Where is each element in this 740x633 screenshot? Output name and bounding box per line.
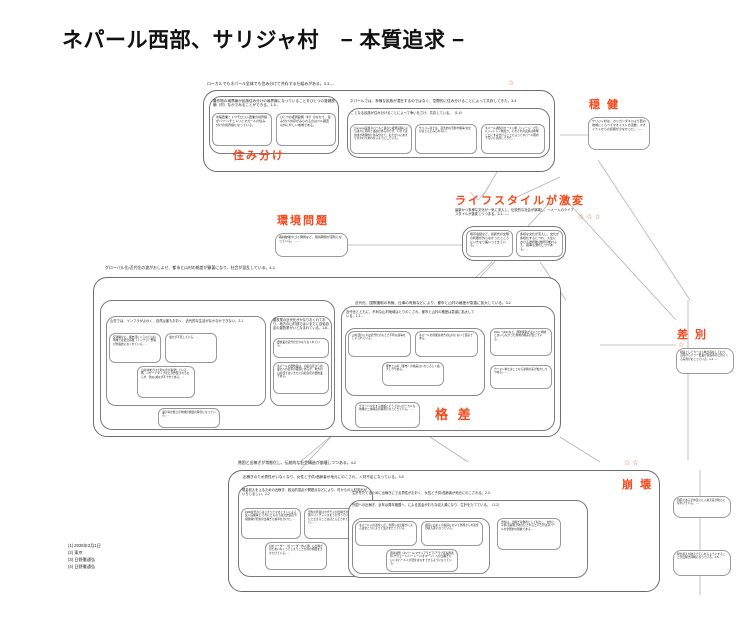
kakusa-left-cell-5: 農牧業の近代化がかなりおくれている。 — [273, 338, 329, 358]
houkai-outer-cell-2: 現金収入が地元でえられるようにすることが出稼ぎ抑制になっている。2-5‥‥ — [673, 550, 731, 576]
lifestyle-cell-1-text: 携帯電話など、最新式の文明の利器が外らなかったところにいきなり届いってきている。… — [470, 232, 510, 248]
kakusa-left-cell-4-text: 識字率の低さが地域の発展の障害になっている。‥ — [162, 411, 216, 418]
houkai-right-cell-1: ネパール人の送金くが、外国への出稼ぎによる送金とりによって生計をたてている。 — [355, 521, 417, 546]
kakusa-right-cell-4: 都市と山村（都市）の格差はいちじるしく拡大しつつある。 — [382, 362, 444, 386]
houkai-head: 出稼ぎのため男性がいなくなり、女性と子供・高齢者が地元にのこされ、人材不足になっ… — [243, 475, 404, 479]
houkai-right-cell-3: 男性は、出稼ぎ労働者として転出し、女性と子供・高齢者が地元にされるというのはネパ… — [497, 518, 561, 550]
callout-houkai-stars: ☆☆ — [624, 460, 641, 467]
lifestyle-cell-2: 多様な文化が流入し、文化が多様化するにつれ、人生における選択肢・選択可能れふえ、… — [516, 230, 563, 257]
kakusa-left-sub-b: 農牧業の近代化がかなりおくれており、地方の山村部ではいまだに自給自足の農牧業がい… — [273, 318, 330, 331]
houkai-right-cell-4: 周年諸国（ネパール・マウジアラビア・アラブ首長国連邦・クウェート・バーレーン・オ… — [386, 549, 458, 572]
kakusa-left-cell-1-text: 交通網など、都市部にくらべて山村地域では社会基盤（インフラ）整備が全般的におくれ… — [113, 336, 156, 346]
kakusa-left-cell-5-text: 農牧業の近代化がかなりおくれている。 — [277, 341, 320, 348]
houkai-left-sub: 現金収入をえるための出稼ぎ、政治的混乱や問題点などにより、村からの人材流出がいち… — [242, 488, 367, 497]
callout-lifestyle-label: ライフスタイルが激変 — [455, 195, 585, 207]
houkai-outer-cell-1: 貧困であるが中又にに人身売買が後にになれけでいる。‥‥ — [673, 496, 731, 518]
houkai-right-cell-3-text: 男性は、出稼ぎ労働者として転出し、女性と子供・高齢者が地元にされるというのはネパ… — [501, 521, 556, 531]
houkai-left-cell-1-text: 1990年代からはじまったマオイストによる反人民闘争と それにともなう政治的混乱… — [245, 511, 297, 521]
page-title: ネパール西部、サリジャ村 − 本質追求 − — [62, 29, 465, 52]
houkai-right-cell-4-text: 周年諸国（ネパール・マウジアラビア・アラブ首長国連邦・クウェート・バーレーン・オ… — [390, 552, 454, 566]
kakusa-left-cell-3-text: 山村地域では土砂災害が多発している例、ハザードマップなどが作製されておらず、防災… — [141, 369, 190, 379]
coexist-right-cell-1: 元among民族ネパールと異なり灌漑設備により諸々に境界と諸説があるのだが、いま… — [350, 124, 412, 154]
sabetsu-cell-text: 根底としてカースト制が存在しており、山間からドゥー農業が建民族の上位にくる差別が… — [680, 351, 729, 361]
houkai-outer-cell-1-text: 貧困であるが中又にに人身売買が後にになれけでいる。‥‥ — [677, 499, 726, 506]
callout-sabetsu-stars: ☆ — [678, 342, 687, 349]
houkai-right-cell-2-text: 諸所におおくの家庭において外国からの送金の収入源になっている。 — [425, 524, 479, 531]
callout-sabetsu-label: 差 別 — [677, 329, 709, 341]
footnotes: (1) 2026年3月1日 (2) 東京 (3) 日野憲通弘 (4) 日野憲通弘 — [68, 543, 101, 571]
coexist-right-cell-3-text: ネパール諸族のカースト制（ジャート）が公にジャトレン制度か、それぞれの民族は地域… — [485, 127, 539, 141]
onken-cell: サリジャ村は、カリガンダキ川より西の地域にくらべてマオイストの活動、マオイストか… — [588, 117, 650, 150]
coexist-left-cell-2-text: ひとつの灌漑設備（村）のなかで、住み分け・共存がみられるのはベル調査以外に珍しい… — [280, 115, 331, 127]
houkai-left-cell-2-text: 男性の若者はカずモメが出稼ぎのために外国へいくチャンスをうかがっているが 国内に… — [308, 511, 360, 525]
callout-lifestyle-stars: ☆☆☆ — [578, 214, 603, 221]
houkai-right-sub2: 外国への出稼ぎ、近年は周年諸国へ、による送金がおもな収入源になり、生計をたててい… — [352, 503, 502, 507]
coexist-right-cell-2-text: サリジャ村では、違法的な活動や闘争・対立がほとんどみられない。 — [419, 127, 471, 134]
kakusa-right-cell-1-text: 山村部の人々は近代化のもとで不利な競争をしいられている。 — [352, 334, 406, 341]
lifestyle-cell-1: 携帯電話など、最新式の文明の利器が外らなかったところにいきなり届いってきている。… — [466, 230, 513, 257]
callout-kankyo-label: 環境問題 — [277, 215, 329, 227]
kakusa-left-cell-3: 山村地域では土砂災害が多発している例、ハザードマップなどが作製されておらず、防災… — [137, 366, 195, 398]
kakusa-right-head: 近代化、国際援助の有無、仕事の有無などにより、都市と山村の格差が急激に拡大してい… — [355, 301, 511, 305]
footnote-1: (1) 2026年3月1日 — [68, 543, 101, 548]
callout-kakusa-label: 格 差 — [435, 407, 474, 422]
callout-sumiwake-stars: ☆ — [508, 80, 517, 87]
kakusa-right-cell-5-text: カースト制とはことなる新興の差が拡大しつつある。‥ — [494, 368, 548, 375]
coexist-right-head: ネパールでは、多様な民族が混在するのではなく、空間的に住み分けることによって共存… — [350, 99, 517, 103]
coexist-right-cell-2: サリジャ村では、違法的な活動や闘争・対立がほとんどみられない。 — [415, 124, 477, 154]
houkai-left-cell-3-text: 村のリーダー（ガリーダー的人間）も出稼ぎのためいなくってしまうことが村の発展をさ… — [269, 545, 323, 555]
coexist-left-cell-1: 水稲農業とトウモロコシ農業の境界線がバフン・チェトリとマガールの住み分けの境界線… — [212, 113, 272, 146]
houkai-right-cell-2: 諸所におおくの家庭において外国からの送金の収入源になっている。 — [421, 521, 483, 546]
kankyo-cell-text: 森林破壊やゴミ問題など、環境問題が深刻になっている。‥‥‥ — [279, 235, 342, 243]
kakusa-left-cell-2: 電力が不足している。‥ — [165, 333, 217, 363]
callout-sumiwake-label: 住み分け — [233, 150, 285, 162]
houkai-left-cell-3: 村のリーダー（ガリーダー的人間）も出稼ぎのためいなくってしまうことが村の発展をさ… — [265, 542, 327, 570]
kakusa-left-cell-6-text: ネパールの農牧業は、自給自足から商業化への変革の段階にあるが、地方の山村部ではい… — [277, 365, 323, 379]
lifestyle-lead: 最新かつ多様な文化が一気に流入し、伝統的な社会が崩壊し、一人一人のライフスタイル… — [455, 208, 574, 217]
kankyo-cell: 森林破壊やゴミ問題など、環境問題が深刻になっている。‥‥‥ — [275, 233, 348, 257]
houkai-lead: 貧困と出稼ぎが常態化し、伝統的な社会構造が崩壊しつつある。4-2 — [238, 460, 357, 465]
coexist-right-sub: ことなる民族が住み分けることによって争いをさけ、共存している。（1-4） — [351, 111, 464, 115]
coexist-lead-text: ローカルでもネパール全体でも住み分けて共存する仕組みがある。3-3‥‥ — [207, 81, 335, 86]
coexist-right-cell-1-text: 元among民族ネパールと異なり灌漑設備により諸々に境界と諸説があるのだが、いま… — [354, 127, 408, 141]
kakusa-right-cell-5: カースト制とはことなる新興の差が拡大しつつある。‥ — [490, 365, 552, 389]
coexist-left-head: 農作物の境界線が民族住み分けの境界線になっていることをひとつの灌漑設備（村）なか… — [213, 99, 335, 108]
kakusa-right-cell-6-text: グローバル化する地域とそうでないローカルな地域の二重構造が顕著になってきている。… — [359, 405, 416, 412]
houkai-outer-cell-2-text: 現金収入が地元でえられるようにすることが出稼ぎ抑制になっている。2-5‥‥ — [677, 553, 726, 560]
kakusa-right-cell-2: ネパールの首都は地方の山村において貧富である。 — [415, 331, 478, 357]
coexist-left-cell-2: ひとつの灌漑設備（村）のなかで、住み分け・共存がみられるのはベル調査以外に珍しい… — [276, 113, 336, 146]
houkai-right-cell-1-text: ネパール人の送金くが、外国への出稼ぎによる送金とりによって生計をたてている。 — [359, 524, 413, 531]
kakusa-right-cell-4-text: 都市と山村（都市）の格差はいちじるしく拡大しつつある。 — [386, 365, 440, 372]
callout-houkai-label: 崩 壊 — [622, 479, 654, 491]
kakusa-left-sub-a: 山村では、インフラがよわく、自然災害もおおく、近代的な生活がなかなかできない。2… — [110, 319, 244, 323]
kakusa-right-cell-6: グローバル化する地域とそうでないローカルな地域の二重構造が顕著になってきている。… — [355, 402, 420, 428]
kakusa-right-cell-3: ODA・NGOなど、国際援助がはいった地域とはいらなかった地域の格差が生じている… — [490, 328, 552, 356]
footnote-4: (4) 日野憲通弘 — [68, 563, 96, 569]
kakusa-right-cell-3-text: ODA・NGOなど、国際援助がはいった地域とはいらなかった地域の格差が生じている… — [494, 331, 547, 341]
lifestyle-cell-2-text: 多様な文化が流入し、文化が多様化するにつれ、人生における選択肢・選択可能れふえ、… — [520, 232, 560, 251]
kakusa-left-cell-4: 識字率の低さが地域の発展の障害になっている。‥ — [158, 408, 220, 428]
houkai-left-cell-1: 1990年代からはじまったマオイストによる反人民闘争と それにともなう政治的混乱… — [241, 508, 301, 539]
kakusa-right-cell-1: 山村部の人々は近代化のもとで不利な競争をしいられている。 — [348, 331, 411, 357]
coexist-left-cell-1-text: 水稲農業とトウモロコシ農業の境界線がバフン・チェトリとマガールの住み分けの境界線… — [216, 115, 268, 127]
kakusa-left-cell-6: ネパールの農牧業は、自給自足から商業化への変革の段階にあるが、地方の山村部ではい… — [273, 362, 329, 394]
kakusa-right-sub: 近代化とともに、不利な山村地域はとりのこされ、都市と山村の格差は急激に拡大してい… — [346, 310, 475, 319]
footnote-2: (2) 東京 — [68, 549, 83, 555]
kakusa-right-cell-2-text: ネパールの首都は地方の山村において貧富である。 — [419, 334, 473, 341]
kakusa-left-cell-2-text: 電力が不足している。‥ — [169, 336, 198, 339]
houkai-right-sub: 生計をたてるために出稼ぎにでる男性がおおく、女性と子供・高齢者が地元にのこされる… — [352, 491, 490, 495]
sabetsu-cell: 根底としてカースト制が存在しており、山間からドゥー農業が建民族の上位にくる差別が… — [676, 348, 734, 374]
coexist-right-cell-3: ネパール諸族のカースト制（ジャート）が公にジャトレン制度か、それぞれの民族は地域… — [481, 124, 545, 154]
kakusa-left-cell-1: 交通網など、都市部にくらべて山村地域では社会基盤（インフラ）整備が全般的におくれ… — [109, 333, 161, 363]
kakusa-lead: グローバル化・近代化の波がおしよせ、都市と山村の格差が顕著になり、社会が混乱して… — [105, 265, 276, 270]
footnote-3: (3) 日野憲通弘 — [68, 556, 96, 562]
callout-onken-label: 穏 健 — [589, 99, 621, 111]
onken-cell-text: サリジャ村は、カリガンダキ川より西の地域にくらべてマオイストの活動、マオイストか… — [592, 119, 646, 131]
